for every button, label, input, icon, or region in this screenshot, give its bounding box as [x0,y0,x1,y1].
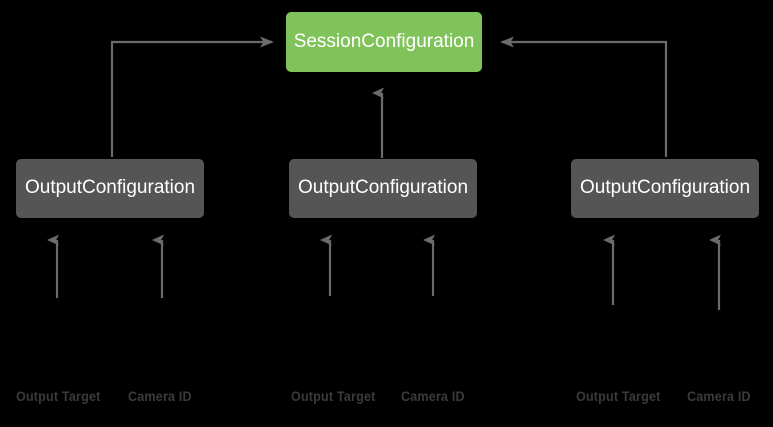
node-output-configuration-1-label: OutputConfiguration [24,177,196,199]
edge-output1-to-session [110,36,274,157]
node-output-configuration-2[interactable]: OutputConfiguration [289,159,477,218]
leaf-label-output-target-1: Output Target [16,389,101,404]
node-output-configuration-3-label: OutputConfiguration [579,177,751,199]
leaf-label-camera-id-2: Camera ID [401,389,465,404]
node-output-configuration-1[interactable]: OutputConfiguration [16,159,204,218]
node-output-configuration-2-label: OutputConfiguration [297,177,469,199]
edge-output3-to-session [500,36,668,157]
node-output-configuration-3[interactable]: OutputConfiguration [571,159,759,218]
leaf-label-output-target-2: Output Target [291,389,376,404]
node-session-configuration-label: SessionConfiguration [293,30,475,52]
leaf-label-output-target-3: Output Target [576,389,661,404]
leaf-label-camera-id-3: Camera ID [687,389,751,404]
node-session-configuration[interactable]: SessionConfiguration [286,12,482,72]
leaf-label-camera-id-1: Camera ID [128,389,192,404]
